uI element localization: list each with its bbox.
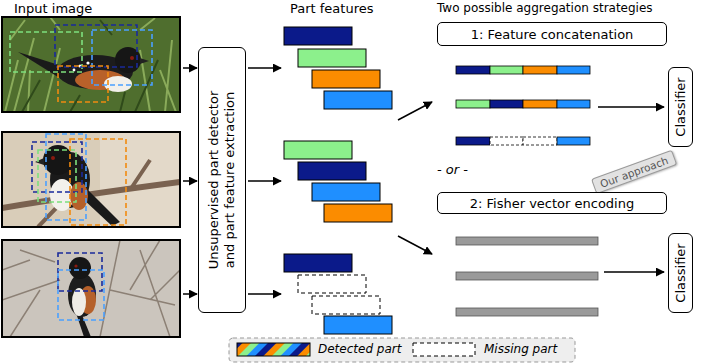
flow-arrow [398, 236, 432, 254]
part-feature-bar [312, 183, 380, 201]
bird-photo [2, 132, 180, 227]
bird-photo [92, 30, 152, 85]
flow-arrow [183, 67, 197, 69]
bird-photo [10, 25, 152, 102]
part-feature-bar [284, 254, 352, 272]
concatenated-vector [456, 137, 490, 145]
rotated-text-holder: Classifier [672, 238, 688, 308]
bird-photo [51, 156, 55, 160]
bird-photo [86, 61, 89, 64]
bird-photo [5, 17, 176, 112]
concatenated-vector [523, 100, 557, 108]
bird-photo [10, 32, 82, 72]
concatenated-vector [456, 100, 490, 108]
flow-arrow [604, 271, 664, 273]
approach-tag: Our approach [591, 150, 677, 194]
rotated-text-holder: Classifier [672, 72, 688, 142]
concatenated-vector [456, 66, 590, 145]
bird-photo [130, 56, 134, 60]
fisher-vector [456, 237, 598, 316]
bird-photo [72, 288, 86, 316]
column-heading: Two possible aggregation strategies [437, 1, 653, 15]
classifier-box: Classifier [668, 233, 693, 313]
bird-photo [2, 240, 180, 337]
bird-photo [69, 257, 91, 279]
fisher-vector [456, 237, 598, 245]
concatenated-vector [557, 100, 590, 108]
bird-photo [58, 253, 102, 291]
concatenated-vector [490, 66, 523, 74]
part-feature-bar [284, 141, 352, 159]
strategy-label: 2: Fisher vector encoding [470, 196, 634, 211]
classifier-box: Classifier [668, 67, 693, 147]
bird-photo [2, 240, 180, 337]
bird-photo [58, 253, 104, 320]
flow-arrow [248, 67, 281, 69]
part-feature-bar [284, 27, 392, 334]
strategy-label: 1: Feature concatenation [471, 27, 634, 42]
bird-photo [55, 25, 137, 67]
flow-arrow [248, 293, 281, 295]
part-feature-bar [298, 275, 366, 293]
part-feature-bar [298, 162, 366, 180]
part-feature-bar [324, 204, 392, 222]
strategy-box: 2: Fisher vector encoding [437, 192, 667, 214]
process-label: Unsupervised part detector and part feat… [206, 84, 239, 276]
flow-arrow [398, 102, 432, 120]
part-feature-bar [312, 296, 380, 314]
photo-frame [2, 17, 180, 112]
part-feature-bar [324, 91, 392, 109]
flow-arrow [248, 180, 281, 182]
part-feature-bar [284, 27, 352, 45]
legend-label: Detected part [318, 342, 401, 356]
part-feature-bar [298, 49, 366, 67]
bird-photo [35, 158, 44, 165]
rotated-text-holder: Unsupervised part detector and part feat… [206, 84, 239, 276]
bird-photo [58, 66, 108, 102]
classifier-label: Classifier [672, 238, 688, 308]
bird-photo [73, 69, 76, 72]
photo-frame [2, 240, 180, 337]
column-heading: Part features [290, 1, 374, 17]
process-box: Unsupervised part detector and part feat… [198, 47, 246, 313]
concatenated-vector [523, 137, 557, 145]
concatenated-vector [456, 66, 490, 74]
bird-photo [68, 273, 96, 317]
separator-note: - or - [437, 162, 468, 178]
photo-frame [2, 132, 180, 227]
fisher-vector [456, 308, 598, 316]
bird-photo [32, 134, 126, 225]
bird-photo [2, 17, 180, 112]
part-feature-bar [312, 70, 380, 88]
concatenated-vector [490, 137, 523, 145]
bird-photo [140, 58, 149, 64]
bird-photo [2, 132, 180, 227]
legend-label: Missing part [484, 342, 557, 356]
part-feature-bar [324, 316, 392, 334]
bird-photo [2, 240, 180, 337]
bird-photo [2, 17, 180, 112]
bird-photo [74, 264, 77, 267]
legend-frame [229, 338, 575, 362]
flow-arrow [183, 180, 197, 182]
bird-photo [100, 132, 180, 227]
legend-sample [413, 343, 475, 356]
legend-sample [237, 343, 310, 356]
bird-photo [70, 139, 126, 225]
bird-photo [58, 270, 104, 320]
concatenated-vector [523, 66, 557, 74]
concatenated-vector [490, 100, 523, 108]
flow-arrow [598, 106, 664, 108]
flow-arrow [183, 293, 197, 295]
classifier-label: Classifier [672, 72, 688, 142]
bird-photo [46, 134, 86, 220]
fisher-vector [456, 272, 598, 280]
concatenated-vector [557, 137, 590, 145]
strategy-box: 1: Feature concatenation [437, 22, 667, 46]
concatenated-vector [557, 66, 590, 74]
column-heading: Input image [14, 1, 92, 17]
tag-label: Our approach [598, 154, 669, 190]
bird-photo [77, 315, 91, 337]
